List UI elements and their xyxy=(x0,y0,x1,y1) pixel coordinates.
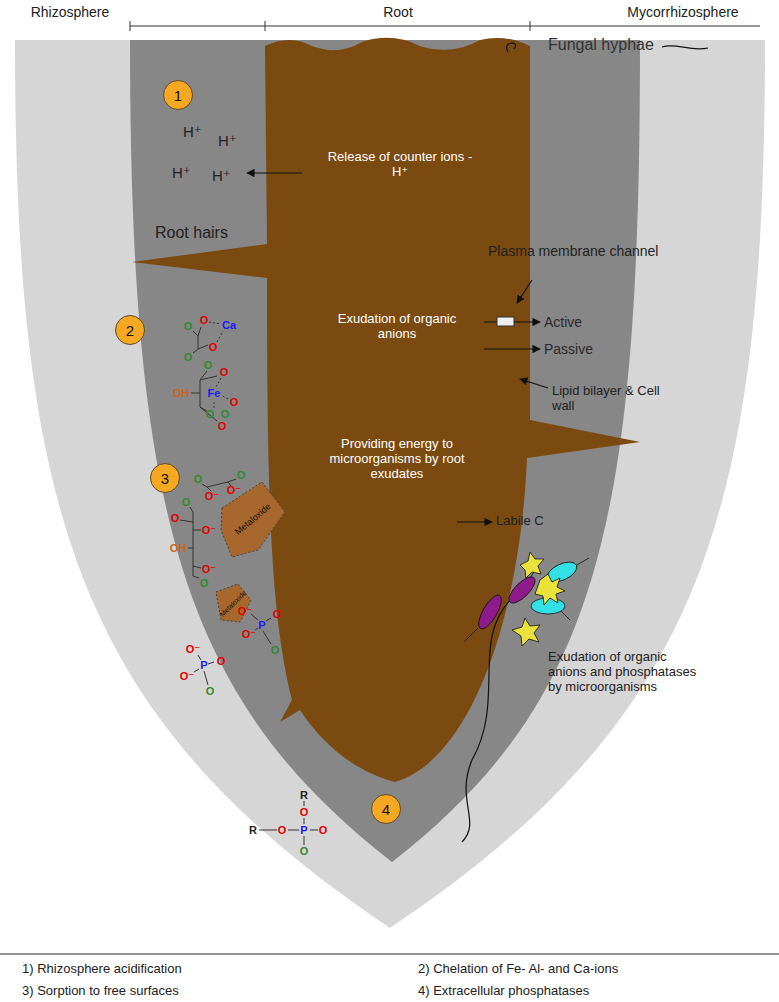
atom-label: O⁻ xyxy=(205,490,219,503)
atom-label: P xyxy=(300,824,307,837)
ion-label: H⁺ xyxy=(183,123,202,140)
atom-label: O⁻ xyxy=(180,670,194,683)
callout-number: 4 xyxy=(371,794,401,824)
legend-item: 2) Chelation of Fe- Al- and Ca-ions xyxy=(418,962,618,977)
process-arrow xyxy=(247,173,548,522)
zone-bracket xyxy=(130,21,760,31)
atom-label: O⁻ xyxy=(238,605,252,618)
callout-number: 2 xyxy=(115,315,145,345)
atom-label: O xyxy=(319,824,328,837)
atom-label: O xyxy=(278,824,287,837)
atom-label: O xyxy=(206,408,215,421)
callout-digit: 4 xyxy=(382,801,390,818)
atom-label: O xyxy=(194,473,203,486)
legend-item: 4) Extracellular phosphatases xyxy=(418,984,589,999)
callout-digit: 2 xyxy=(126,322,134,339)
callout-digit: 1 xyxy=(174,87,182,104)
atom-label: O⁻ xyxy=(202,524,216,537)
membrane-channel xyxy=(497,317,514,326)
atom-label: O xyxy=(200,577,209,590)
atom-label: O⁻ xyxy=(227,484,241,497)
atom-label: O xyxy=(218,420,227,433)
metaloxide-particle: Metaloxide xyxy=(215,475,290,563)
metaloxide-shape xyxy=(221,482,285,557)
legend-item: 3) Sorption to free surfaces xyxy=(22,984,179,999)
legend-rule xyxy=(0,954,779,955)
zone-heading: Rhizosphere xyxy=(31,4,110,20)
atom-label: O xyxy=(171,512,180,525)
atom-label: P xyxy=(200,659,207,672)
atom-label: Ca xyxy=(222,319,236,332)
atom-label: O xyxy=(230,396,239,409)
annotation: Providing energy to microorganisms by ro… xyxy=(312,437,482,482)
atom-label: R xyxy=(300,789,308,802)
callout-number: 1 xyxy=(163,80,193,110)
atom-label: O xyxy=(300,806,309,819)
atom-label: Fe xyxy=(208,387,221,400)
atom-label: O xyxy=(271,644,280,657)
atom-label: OH xyxy=(173,387,190,400)
atom-label: O xyxy=(209,341,218,354)
atom-label: O xyxy=(237,469,246,482)
zone-heading: Mycorrhizosphere xyxy=(627,4,738,20)
metaloxide-particle: Metaloxide xyxy=(212,580,254,626)
atom-label: O xyxy=(204,359,213,372)
atom-label: O⁻ xyxy=(186,643,200,656)
atom-label: O xyxy=(182,496,191,509)
callout-digit: 3 xyxy=(161,470,169,487)
atom-label: O xyxy=(273,608,282,621)
atom-label: O xyxy=(184,351,193,364)
callout-number: 3 xyxy=(150,463,180,493)
annotation: Labile C xyxy=(496,514,544,529)
annotation: Active xyxy=(544,314,582,330)
atom-label: OH xyxy=(170,542,187,555)
atom-label: O xyxy=(184,320,193,333)
annotation: Passive xyxy=(544,341,593,357)
atom-label: O xyxy=(300,845,309,858)
ion-label: H⁺ xyxy=(212,167,231,184)
atom-label: O xyxy=(220,366,229,379)
chemical-bond xyxy=(180,322,318,845)
ion-label: H⁺ xyxy=(172,164,191,181)
annotation: Fungal hyphae xyxy=(548,36,654,54)
atom-label: O xyxy=(221,408,230,421)
atom-label: P xyxy=(258,619,265,632)
microorganisms xyxy=(464,552,589,646)
atom-label: R xyxy=(249,824,257,837)
atom-label: O xyxy=(217,655,226,668)
atom-label: O xyxy=(200,314,209,327)
annotation: Plasma membrane channel xyxy=(488,243,658,259)
fungal-hypha xyxy=(462,43,708,842)
annotation: Exudation of organic anions xyxy=(327,312,467,342)
atom-label: O⁻ xyxy=(242,628,256,641)
atom-label: O xyxy=(206,685,215,698)
zone-heading: Root xyxy=(383,4,413,20)
annotation: Root hairs xyxy=(155,224,228,242)
legend-item: 1) Rhizosphere acidification xyxy=(22,962,182,977)
atom-label: O⁻ xyxy=(202,563,216,576)
annotation: Release of counter ions - H⁺ xyxy=(325,150,475,180)
annotation: Exudation of organic anions and phosphat… xyxy=(548,650,698,695)
annotation: Lipid bilayer & Cell wall xyxy=(552,384,667,414)
ion-label: H⁺ xyxy=(218,132,237,149)
